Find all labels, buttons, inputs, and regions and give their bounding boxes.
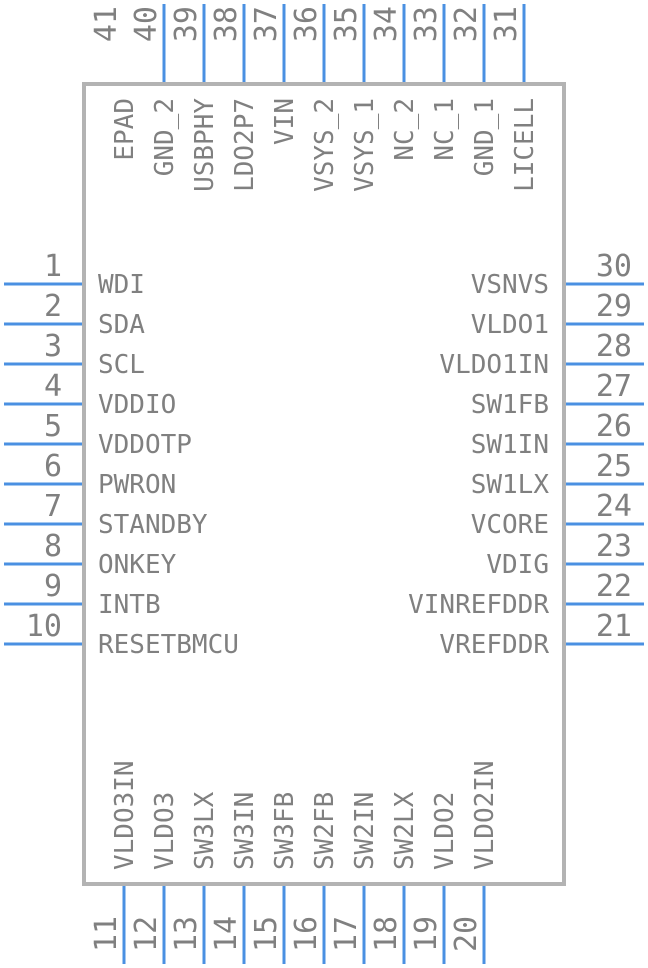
pin-number-19: 19 [409, 916, 444, 952]
pin-name-23: VDIG [486, 550, 549, 580]
pin-number-10: 10 [26, 609, 62, 644]
pin-name-6: PWRON [98, 470, 176, 500]
pin-number-16: 16 [289, 916, 324, 952]
pin-number-29: 29 [596, 289, 632, 324]
pin-name-30: VSNVS [471, 270, 549, 300]
pin-name-35: VSYS_1 [350, 98, 380, 192]
pin-name-36: VSYS_2 [310, 98, 340, 192]
pin-name-38: LDO2P7 [230, 98, 260, 192]
pin-name-2: SDA [98, 310, 145, 340]
pin-number-26: 26 [596, 409, 632, 444]
pin-name-27: SW1FB [471, 390, 549, 420]
pin-number-11: 11 [89, 916, 124, 952]
pin-name-9: INTB [98, 590, 161, 620]
pin-name-8: ONKEY [98, 550, 177, 580]
pin-name-12: VLDO3 [150, 792, 180, 870]
pin-name-22: VINREFDDR [408, 590, 549, 620]
pin-name-41: EPAD [110, 98, 140, 161]
pin-number-41: 41 [89, 6, 124, 42]
ic-body [82, 82, 566, 886]
pin-number-5: 5 [44, 409, 62, 444]
pin-name-16: SW2FB [310, 792, 340, 870]
pin-name-11: VLDO3IN [110, 760, 140, 870]
pin-number-1: 1 [44, 249, 62, 284]
pin-name-17: SW2IN [350, 792, 380, 870]
pin-name-1: WDI [98, 270, 145, 300]
pin-number-40: 40 [129, 6, 164, 42]
pin-name-3: SCL [98, 350, 145, 380]
pin-name-31: LICELL [510, 98, 540, 192]
pin-name-14: SW3IN [230, 792, 260, 870]
pin-name-25: SW1LX [471, 470, 550, 500]
pin-number-39: 39 [169, 6, 204, 42]
pin-number-7: 7 [44, 489, 62, 524]
pin-number-28: 28 [596, 329, 632, 364]
pin-name-20: VLDO2IN [470, 760, 500, 870]
pin-name-13: SW3LX [190, 791, 220, 870]
pin-number-6: 6 [44, 449, 62, 484]
pin-number-14: 14 [209, 916, 244, 952]
pin-number-27: 27 [596, 369, 632, 404]
pin-name-10: RESETBMCU [98, 630, 239, 660]
pin-number-36: 36 [289, 6, 324, 42]
pin-name-32: GND_1 [470, 98, 500, 176]
pin-name-5: VDDOTP [98, 430, 192, 460]
pin-name-28: VLDO1IN [439, 350, 549, 380]
pin-name-24: VCORE [471, 510, 549, 540]
pin-number-31: 31 [489, 6, 524, 42]
pin-number-12: 12 [129, 916, 164, 952]
pin-number-33: 33 [409, 6, 444, 42]
pin-name-7: STANDBY [98, 510, 208, 540]
pin-number-37: 37 [249, 6, 284, 42]
pin-number-25: 25 [596, 449, 632, 484]
pin-number-2: 2 [44, 289, 62, 324]
pin-number-24: 24 [596, 489, 632, 524]
pin-number-9: 9 [44, 569, 62, 604]
pin-number-13: 13 [169, 916, 204, 952]
pin-name-33: NC_1 [430, 98, 460, 161]
pin-number-15: 15 [249, 916, 284, 952]
pin-number-32: 32 [449, 6, 484, 42]
pin-name-37: VIN [270, 98, 300, 145]
pin-name-29: VLDO1 [471, 310, 549, 340]
pin-name-34: NC_2 [390, 98, 420, 161]
pin-number-30: 30 [596, 249, 632, 284]
pin-name-4: VDDIO [98, 390, 176, 420]
pin-number-8: 8 [44, 529, 62, 564]
pin-name-40: GND_2 [150, 98, 180, 176]
pin-name-26: SW1IN [471, 430, 549, 460]
pin-number-35: 35 [329, 6, 364, 42]
pin-number-23: 23 [596, 529, 632, 564]
pin-number-21: 21 [596, 609, 632, 644]
pin-number-34: 34 [369, 6, 404, 42]
pin-name-19: VLDO2 [430, 792, 460, 870]
pin-lines [4, 4, 644, 964]
pin-number-18: 18 [369, 916, 404, 952]
pin-number-20: 20 [449, 916, 484, 952]
pin-number-22: 22 [596, 569, 632, 604]
pin-number-4: 4 [44, 369, 62, 404]
pin-number-3: 3 [44, 329, 62, 364]
pin-name-39: USBPHY [190, 98, 220, 192]
pin-number-17: 17 [329, 916, 364, 952]
pin-name-21: VREFDDR [439, 630, 549, 660]
pin-name-18: SW2LX [390, 791, 420, 870]
pin-number-38: 38 [209, 6, 244, 42]
pin-name-15: SW3FB [270, 792, 300, 870]
